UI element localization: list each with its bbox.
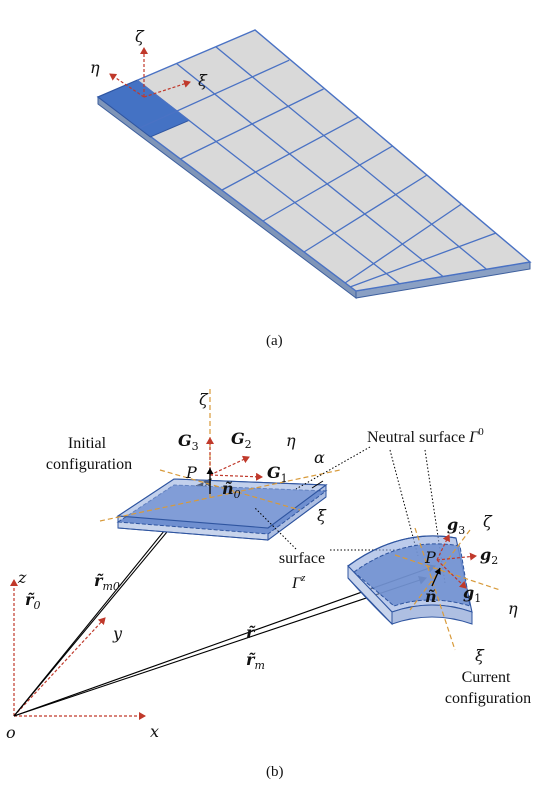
axis-zeta-label: ζ <box>135 27 145 46</box>
axis-eta-label: η <box>90 58 100 77</box>
caption-a: (a) <box>266 333 283 349</box>
origin-label: o <box>6 723 16 742</box>
initial-xi-label: ξ <box>317 506 327 525</box>
initial-point-label: P <box>185 463 197 482</box>
initial-shell <box>116 478 328 541</box>
surface-label: surface <box>279 550 325 567</box>
plate-grid <box>136 46 497 288</box>
current-zeta-label: ζ <box>483 512 493 531</box>
current-xi-label: ξ <box>475 646 485 665</box>
element-axes <box>109 47 191 98</box>
current-eta-label: η <box>508 599 518 618</box>
axis-x-label: x <box>150 722 159 741</box>
caption-b: (b) <box>266 764 284 780</box>
axis-xi-label: ξ <box>198 71 208 90</box>
axis-z-label: z <box>17 568 27 587</box>
surface-leaders <box>254 507 400 551</box>
g1-label: g1 <box>463 583 481 605</box>
g2-label: g2 <box>480 545 498 567</box>
G3-label: G3 <box>178 431 199 453</box>
vector-r-label: r̃ <box>246 623 256 642</box>
current-shell <box>347 535 473 626</box>
alpha-label: α <box>314 448 325 467</box>
current-normal-vector <box>431 567 441 587</box>
vector-r0-label: r̃0 <box>25 590 40 612</box>
current-point-label: P <box>424 548 436 567</box>
current-configuration-label: Current configuration <box>445 669 531 707</box>
surface-symbol: Γz <box>291 572 306 592</box>
global-axes <box>10 579 146 720</box>
alpha-leader <box>311 480 324 489</box>
neutral-surface-label: Neutral surface Γ0 <box>367 426 484 446</box>
vector-rm-label: r̃m <box>246 650 265 672</box>
vector-rm0-label: r̃m0 <box>94 571 120 593</box>
G1-label: G1 <box>267 463 288 485</box>
initial-configuration-label: Initial configuration <box>46 435 132 473</box>
axis-y-label: y <box>112 624 123 643</box>
g3-label: g3 <box>447 515 465 537</box>
plate-top <box>96 29 532 292</box>
initial-eta-label: η <box>286 431 296 450</box>
initial-zeta-label: ζ <box>199 390 209 409</box>
current-normal-label: ñ <box>425 587 437 606</box>
n0-label: ñ0 <box>222 479 241 501</box>
G2-label: G2 <box>231 429 252 451</box>
panel-b: z y x o r̃0 r̃m0 r̃ r̃m <box>6 388 531 780</box>
current-base-vectors <box>436 534 477 589</box>
panel-a: ζ η ξ (a) <box>90 27 532 349</box>
